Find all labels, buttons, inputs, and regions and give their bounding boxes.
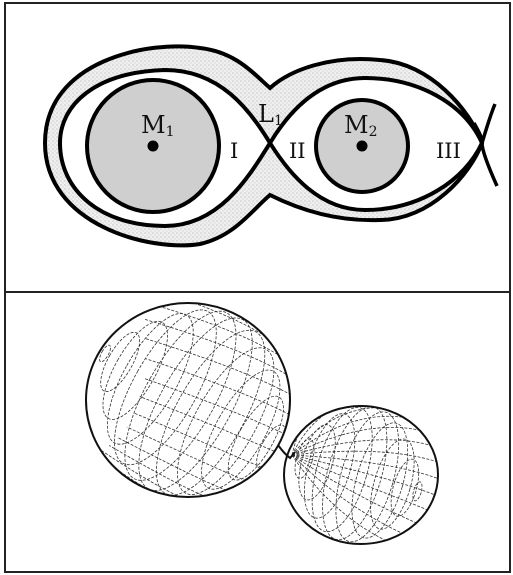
meridian-line bbox=[145, 358, 290, 456]
parallel-line bbox=[390, 458, 420, 517]
meridian-line bbox=[291, 415, 438, 456]
region-label-II: II bbox=[289, 139, 306, 163]
secondary-lobe-wireframe bbox=[283, 405, 439, 545]
bottom-panel-frame bbox=[4, 291, 511, 573]
meridian-line bbox=[139, 303, 290, 456]
parallel-line bbox=[102, 320, 168, 420]
meridian-line bbox=[291, 454, 438, 528]
lobe-contact-neck bbox=[277, 444, 296, 460]
meridian-line bbox=[99, 448, 287, 497]
mass-1-label: M1 bbox=[141, 111, 175, 140]
meridian-line bbox=[118, 437, 290, 497]
parallel-line bbox=[311, 406, 373, 533]
meridian-line bbox=[143, 318, 290, 456]
parallel-line bbox=[351, 422, 409, 539]
parallel-line bbox=[335, 411, 400, 543]
mass-2-center bbox=[356, 140, 368, 152]
bottom-panel bbox=[4, 291, 511, 573]
parallel-line bbox=[100, 331, 141, 392]
parallel-line bbox=[412, 481, 423, 502]
meridian-line bbox=[291, 454, 438, 513]
parallel-line bbox=[124, 310, 237, 481]
parallel-line bbox=[177, 347, 275, 495]
meridian-line bbox=[291, 454, 438, 541]
region-label-I: I bbox=[230, 139, 238, 163]
parallel-line bbox=[298, 424, 336, 501]
meridian-line bbox=[291, 454, 438, 496]
meridian-line bbox=[291, 454, 438, 544]
primary-lobe-wireframe bbox=[85, 302, 291, 498]
parallel-line bbox=[99, 344, 111, 363]
top-panel: M1 M2 L1 I II III bbox=[4, 2, 511, 293]
parallel-line bbox=[106, 313, 194, 445]
parallel-line bbox=[370, 438, 415, 530]
lagrange-point-label: L1 bbox=[258, 100, 283, 129]
parallel-line bbox=[156, 329, 266, 496]
meridian-line bbox=[291, 454, 438, 544]
meridian-line bbox=[143, 377, 290, 461]
outer-branch-upper bbox=[480, 103, 497, 144]
meridian-line bbox=[291, 450, 438, 480]
mass-1-center bbox=[147, 140, 159, 152]
mass-2-label: M2 bbox=[344, 111, 378, 140]
region-label-III: III bbox=[436, 139, 461, 163]
parallel-line bbox=[303, 413, 356, 519]
parallel-line bbox=[114, 309, 217, 466]
